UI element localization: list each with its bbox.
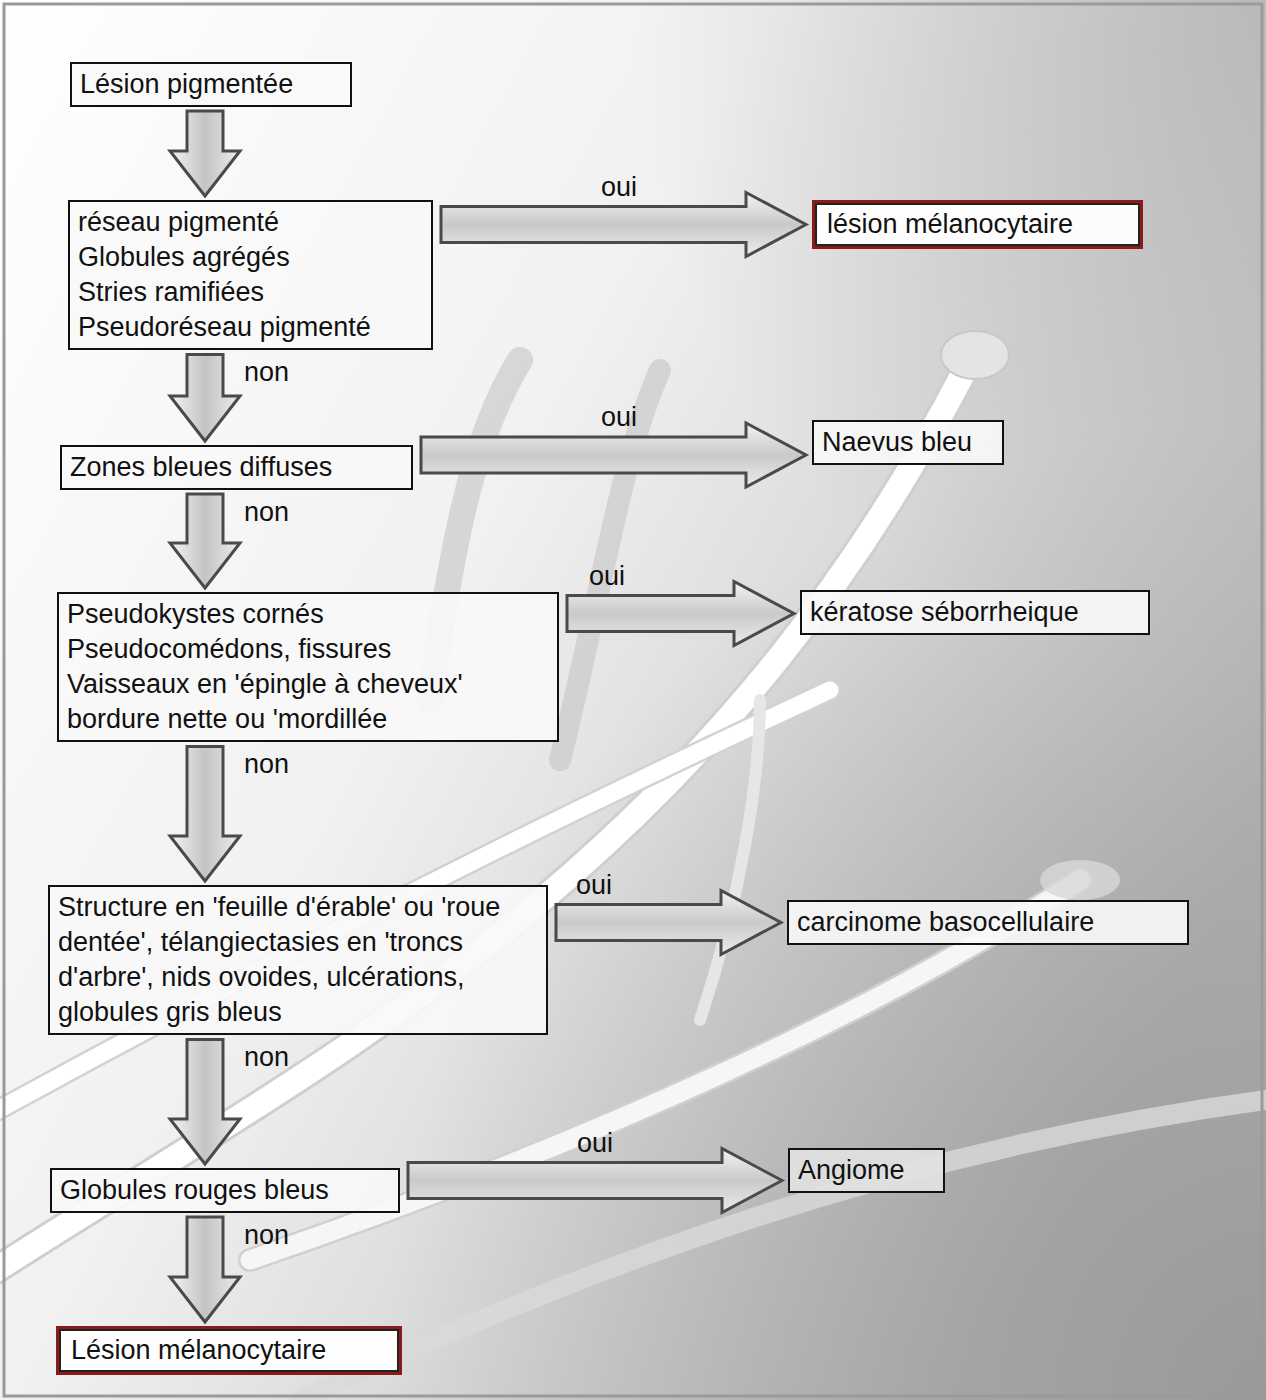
edge-label: oui xyxy=(577,1127,613,1159)
result-box: carcinome basocellulaire xyxy=(787,900,1189,945)
result-box: kératose séborrheique xyxy=(800,590,1150,635)
block-arrow xyxy=(421,423,806,487)
block-arrow xyxy=(170,111,240,196)
node-text: Globules agrégés xyxy=(78,240,423,275)
node-text: Naevus bleu xyxy=(822,425,994,460)
block-arrow xyxy=(441,193,806,257)
criteria-box: Structure en 'feuille d'érable' ou 'roue… xyxy=(48,885,548,1035)
edge-label: non xyxy=(244,1219,289,1251)
node-text: carcinome basocellulaire xyxy=(797,905,1179,940)
edge-label: non xyxy=(244,496,289,528)
edge-label: oui xyxy=(601,171,637,203)
node-text: Lésion mélanocytaire xyxy=(71,1333,387,1368)
node-text: bordure nette ou 'mordillée xyxy=(67,702,549,737)
block-arrow xyxy=(170,1039,240,1164)
node-text: Pseudokystes cornés xyxy=(67,597,549,632)
block-arrow xyxy=(170,494,240,588)
node-text: Pseudoréseau pigmenté xyxy=(78,310,423,345)
node-text: Vaisseaux en 'épingle à cheveux' xyxy=(67,667,549,702)
block-arrow xyxy=(170,746,240,881)
start-box: Lésion pigmentée xyxy=(70,62,352,107)
block-arrow xyxy=(170,1217,240,1322)
node-text: Zones bleues diffuses xyxy=(70,450,403,485)
result-box: Naevus bleu xyxy=(812,420,1004,465)
node-text: réseau pigmenté xyxy=(78,205,423,240)
block-arrow xyxy=(170,354,240,441)
edge-label: oui xyxy=(601,401,637,433)
node-text: Angiome xyxy=(798,1153,935,1188)
node-text: kératose séborrheique xyxy=(810,595,1140,630)
block-arrow xyxy=(408,1149,782,1213)
edge-label: non xyxy=(244,356,289,388)
node-text: Globules rouges bleus xyxy=(60,1173,390,1208)
result-box: Angiome xyxy=(788,1148,945,1193)
criteria-box: Pseudokystes cornésPseudocomédons, fissu… xyxy=(57,592,559,742)
node-text: Stries ramifiées xyxy=(78,275,423,310)
node-text: Lésion pigmentée xyxy=(80,67,342,102)
criteria-box: Zones bleues diffuses xyxy=(60,445,413,490)
edge-label: oui xyxy=(576,869,612,901)
criteria-box: Globules rouges bleus xyxy=(50,1168,400,1213)
node-text: lésion mélanocytaire xyxy=(827,207,1128,242)
edge-label: non xyxy=(244,1041,289,1073)
block-arrow xyxy=(556,891,781,955)
node-text: Pseudocomédons, fissures xyxy=(67,632,549,667)
result-box: Lésion mélanocytaire xyxy=(56,1326,402,1375)
node-text: Structure en 'feuille d'érable' ou 'roue… xyxy=(58,890,538,1030)
criteria-box: réseau pigmentéGlobules agrégésStries ra… xyxy=(68,200,433,350)
edge-label: non xyxy=(244,748,289,780)
block-arrow xyxy=(567,582,794,646)
result-box: lésion mélanocytaire xyxy=(812,200,1143,249)
edge-label: oui xyxy=(589,560,625,592)
